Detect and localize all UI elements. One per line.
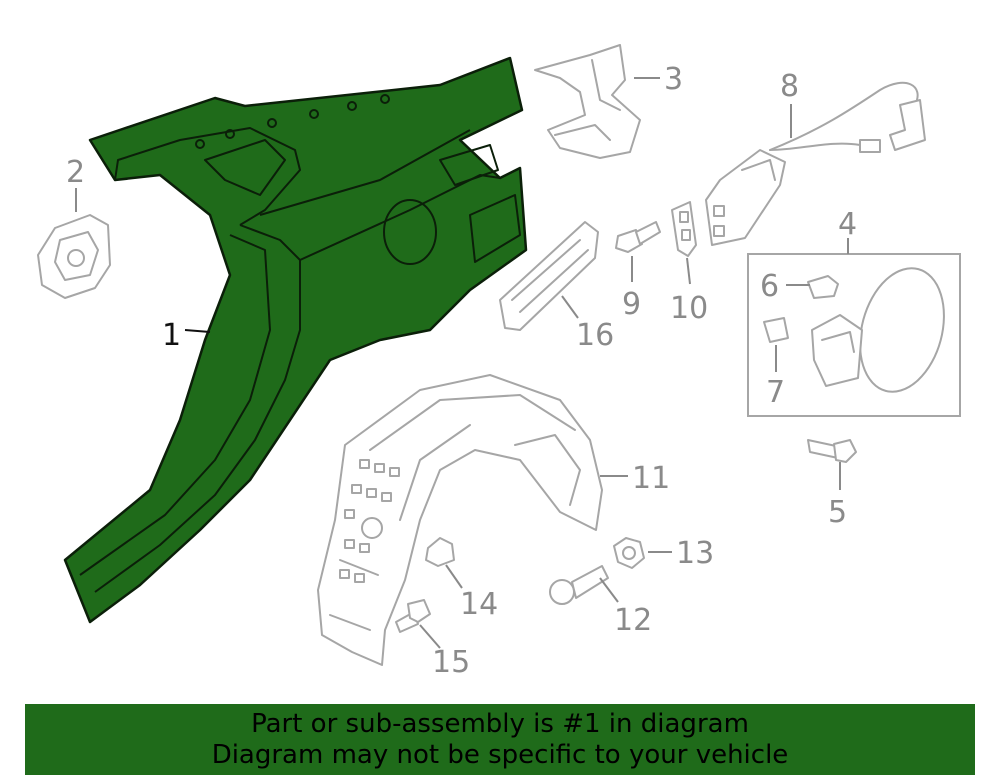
fuel-door-cable-part-8[interactable]: [705, 81, 926, 246]
fuel-door-assembly-box[interactable]: [747, 253, 961, 417]
callout-label: 15: [432, 645, 470, 680]
info-banner: Part or sub-assembly is #1 in diagram Di…: [25, 704, 975, 775]
callout-label: 12: [614, 603, 652, 638]
bracket-part-16[interactable]: [499, 221, 599, 331]
callout-label: 14: [460, 587, 498, 622]
callout-label: 9: [622, 287, 641, 322]
callout-label: 3: [664, 62, 683, 97]
screw-part-9[interactable]: [615, 221, 661, 253]
callout-label: 5: [828, 495, 847, 530]
callout-label: 11: [632, 461, 670, 496]
callout-label: 1: [162, 318, 181, 353]
bolt-part-5[interactable]: [807, 439, 857, 463]
callout-label: 10: [670, 291, 708, 326]
callout-label: 16: [576, 318, 614, 353]
screw-part-12[interactable]: [549, 565, 609, 605]
bracket-part-2[interactable]: [37, 214, 111, 299]
callout-label: 2: [66, 155, 85, 190]
callout-label: 13: [676, 536, 714, 571]
callout-leaders: [75, 77, 849, 649]
callout-label: 6: [760, 269, 779, 304]
parts-diagram: 1 2 3 4 5 6 7 8 9 10 11 12 13 14 15 16: [37, 44, 961, 680]
nut-part-13[interactable]: [613, 537, 645, 569]
callout-label: 8: [780, 69, 799, 104]
quarter-panel-part[interactable]: [63, 56, 528, 624]
banner-line-1: Part or sub-assembly is #1 in diagram: [251, 709, 749, 739]
clip-part-10[interactable]: [671, 201, 697, 257]
reinforcement-part-3[interactable]: [534, 44, 641, 159]
wheelhouse-liner-part-11[interactable]: [317, 374, 603, 666]
clip-part-14[interactable]: [425, 537, 455, 567]
banner-line-2: Diagram may not be specific to your vehi…: [211, 740, 789, 770]
callout-label: 7: [766, 375, 785, 410]
callout-labels: 1 2 3 4 5 6 7 8 9 10 11 12 13 14 15 16: [66, 62, 857, 680]
callout-label: 4: [838, 207, 857, 242]
bolt-part-15[interactable]: [395, 599, 431, 633]
